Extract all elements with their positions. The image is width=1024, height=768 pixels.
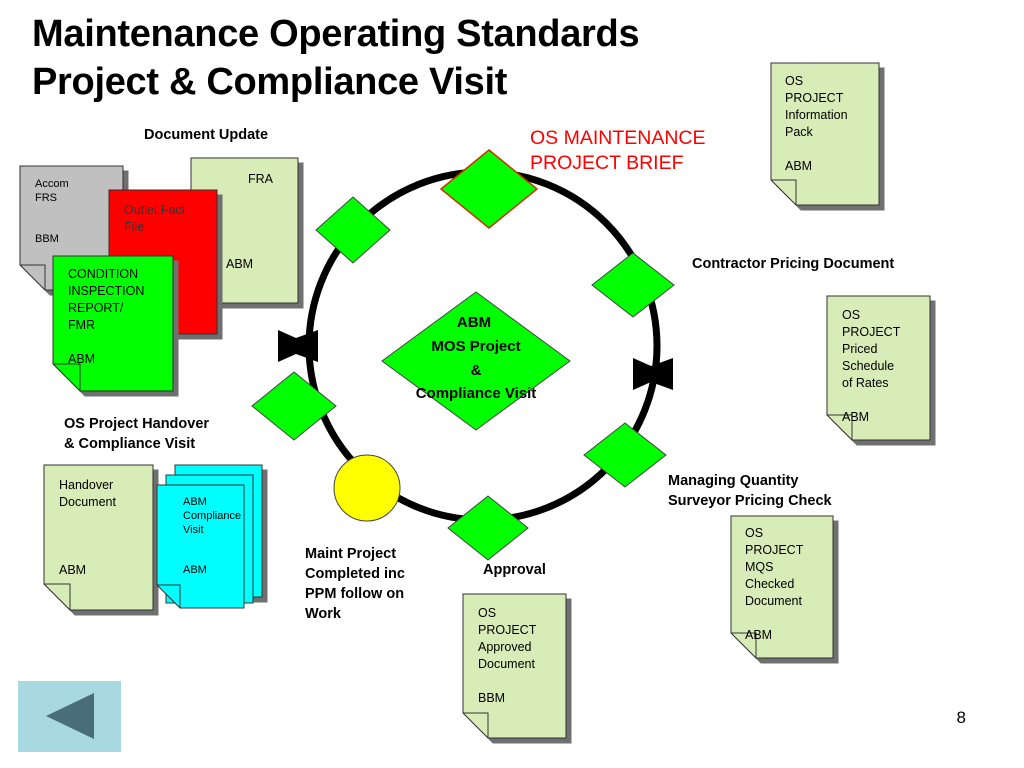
priced-line-6: ABM (842, 410, 869, 424)
cycle-arrow-left (278, 330, 318, 362)
accom-line-2: FRS (35, 192, 57, 204)
handover-doc-line-3: ABM (59, 563, 86, 577)
compliance-line-2: Compliance (183, 510, 241, 522)
accom-line-1: Accom (35, 178, 69, 190)
title-line-2: Project & Compliance Visit (32, 61, 508, 103)
priced-line-4: Schedule (842, 359, 894, 373)
center-line-1: ABM (457, 314, 491, 331)
approved-line-5: BBM (478, 691, 505, 705)
info-pack-line-2: PROJECT (785, 91, 844, 105)
label-handover: OS Project Handover & Compliance Visit (64, 414, 209, 454)
fra-line-1: FRA (248, 172, 274, 186)
mqs-doc-line-3: MQS (745, 560, 773, 574)
center-line-4: Compliance Visit (416, 385, 537, 402)
compliance-line-3: Visit (183, 524, 204, 536)
label-approval: Approval (483, 562, 546, 578)
mqs-doc-line-2: PROJECT (745, 543, 804, 557)
node-approval[interactable] (447, 495, 529, 561)
info-pack-line-3: Information (785, 108, 848, 122)
handover-label-line-2: & Compliance Visit (64, 436, 196, 452)
handover-doc-line-1: Handover (59, 478, 113, 492)
info-pack-line-5: ABM (785, 159, 812, 173)
label-project-completed: Maint Project Completed inc PPM follow o… (305, 544, 405, 624)
condition-line-1: CONDITION (68, 267, 138, 281)
info-pack-line-4: Pack (785, 125, 814, 139)
center-line-3: & (471, 362, 482, 379)
cycle-arrow-right (633, 358, 673, 390)
accom-line-3: BBM (35, 233, 59, 245)
node-mqs-pricing-check[interactable] (583, 422, 667, 488)
condition-line-2: INSPECTION (68, 284, 144, 298)
mqs-doc-line-6: ABM (745, 628, 772, 642)
priced-line-2: PROJECT (842, 325, 901, 339)
condition-line-3: REPORT/ (68, 301, 124, 315)
priced-line-5: of Rates (842, 376, 889, 390)
priced-line-1: OS (842, 308, 860, 322)
doc-handover[interactable]: Handover Document ABM (43, 464, 154, 611)
info-pack-line-1: OS (785, 74, 803, 88)
center-diamond[interactable] (381, 291, 571, 431)
label-contractor-pricing: Contractor Pricing Document (692, 256, 895, 272)
compliance-line-1: ABM (183, 496, 207, 508)
doc-mqs-checked[interactable]: OS PROJECT MQS Checked Document ABM (730, 515, 834, 659)
doc-condition-inspection-report[interactable]: CONDITION INSPECTION REPORT/ FMR ABM (52, 255, 174, 392)
back-button[interactable] (18, 681, 121, 752)
condition-line-4: FMR (68, 318, 95, 332)
condition-line-5: ABM (68, 352, 95, 366)
approved-line-4: Document (478, 657, 535, 671)
priced-line-3: Priced (842, 342, 877, 356)
handover-label-line-1: OS Project Handover (64, 416, 210, 432)
completed-line-2: Completed inc (305, 566, 405, 582)
doc-compliance-visit-stack[interactable]: ABM Compliance Visit ABM (156, 464, 263, 609)
mqs-doc-line-5: Document (745, 594, 802, 608)
completed-line-4: Work (305, 606, 341, 622)
doc-approved[interactable]: OS PROJECT Approved Document BBM (462, 593, 567, 739)
completed-line-3: PPM follow on (305, 586, 405, 602)
triangle-left-icon (46, 693, 94, 739)
mqs-doc-line-4: Checked (745, 577, 794, 591)
page-number: 8 (956, 708, 966, 727)
node-handover[interactable] (251, 371, 337, 441)
outlet-line-2: File (124, 220, 144, 234)
node-document-update[interactable] (315, 196, 391, 264)
doc-priced-schedule[interactable]: OS PROJECT Priced Schedule of Rates ABM (826, 295, 931, 441)
center-line-2: MOS Project (431, 338, 520, 355)
mqs-doc-line-1: OS (745, 526, 763, 540)
outlet-line-1: Outlet Fact (124, 203, 186, 217)
doc-information-pack[interactable]: OS PROJECT Information Pack ABM (770, 62, 880, 206)
handover-doc-line-2: Document (59, 495, 116, 509)
approved-line-2: PROJECT (478, 623, 537, 637)
node-os-maintenance-brief[interactable] (439, 149, 539, 229)
completed-line-1: Maint Project (305, 546, 397, 562)
brief-line-2: PROJECT BRIEF (530, 152, 684, 174)
mqs-label-line-1: Managing Quantity (668, 473, 799, 489)
node-contractor-pricing[interactable] (591, 252, 675, 318)
compliance-line-4: ABM (183, 564, 207, 576)
title-line-1: Maintenance Operating Standards (32, 13, 640, 55)
fra-line-2: ABM (226, 257, 253, 271)
label-os-maintenance-brief: OS MAINTENANCE PROJECT BRIEF (530, 126, 706, 176)
approved-line-3: Approved (478, 640, 532, 654)
mqs-label-line-2: Surveyor Pricing Check (668, 493, 832, 509)
node-project-completed[interactable] (333, 454, 401, 522)
label-document-update: Document Update (144, 127, 269, 143)
label-mqs-pricing-check: Managing Quantity Surveyor Pricing Check (668, 471, 832, 511)
approved-line-1: OS (478, 606, 496, 620)
slide-title: Maintenance Operating Standards Project … (32, 10, 640, 106)
brief-line-1: OS MAINTENANCE (530, 127, 706, 149)
center-text: ABM MOS Project & Compliance Visit (416, 314, 537, 402)
